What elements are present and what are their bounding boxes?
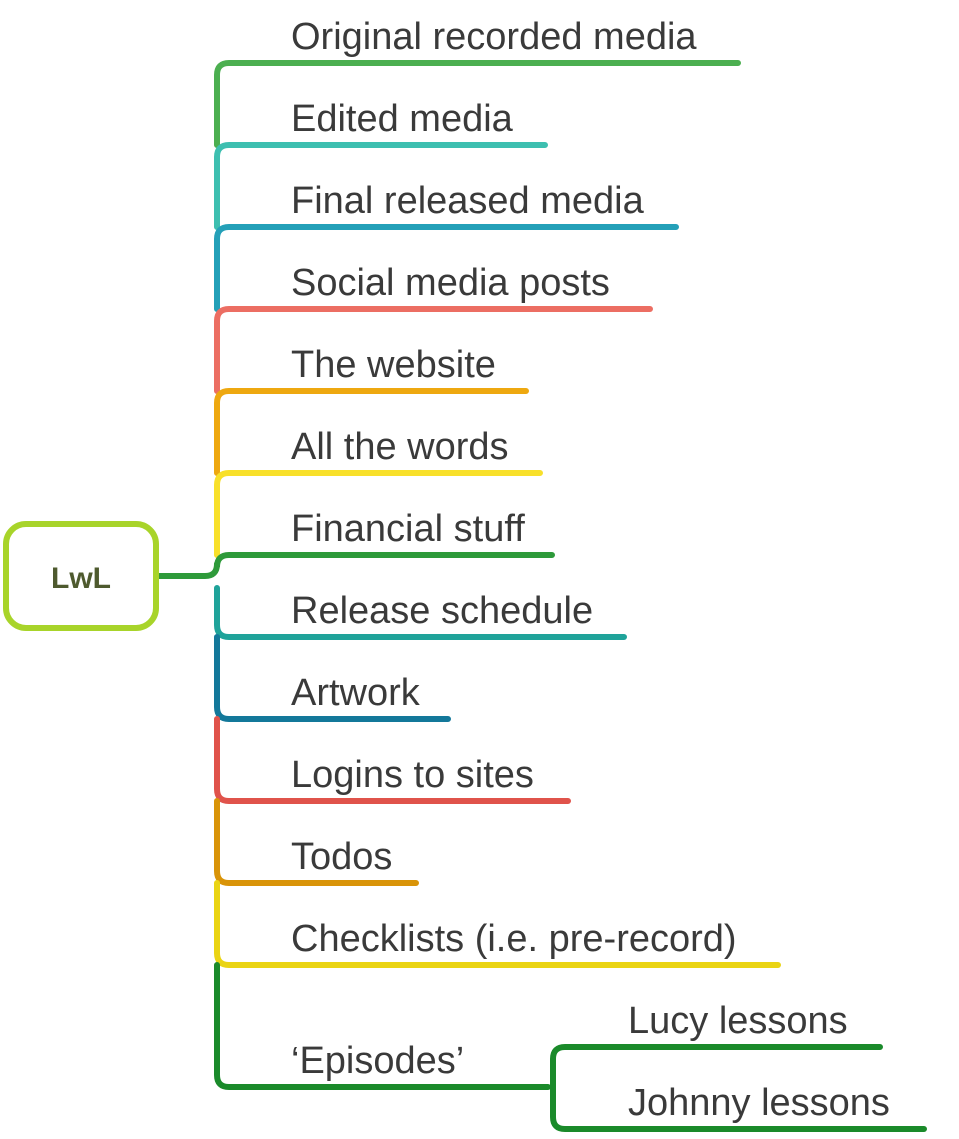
child-connector-johnny-lessons (550, 1084, 927, 1132)
branch-connector-financial-stuff (214, 552, 555, 568)
branch-label-all-the-words[interactable]: All the words (291, 426, 509, 468)
branch-label-the-website[interactable]: The website (291, 344, 496, 386)
branch-label-checklists-i-e-pre-record[interactable]: Checklists (i.e. pre-record) (291, 918, 737, 960)
child-label-johnny-lessons[interactable]: Johnny lessons (628, 1082, 890, 1124)
branch-label-artwork[interactable]: Artwork (291, 672, 421, 714)
branch-connector-original-recorded-media (214, 60, 741, 148)
branch-connector-episodes (214, 962, 551, 1090)
branch-connector-artwork (214, 634, 451, 722)
branch-label-todos[interactable]: Todos (291, 836, 392, 878)
child-label-lucy-lessons[interactable]: Lucy lessons (628, 1000, 848, 1042)
branch-label-social-media-posts[interactable]: Social media posts (291, 262, 610, 304)
branch-label-edited-media[interactable]: Edited media (291, 98, 514, 140)
branch-label-original-recorded-media[interactable]: Original recorded media (291, 16, 697, 58)
root-node-label: LwL (51, 562, 111, 595)
branch-connector-social-media-posts (214, 306, 653, 394)
branch-label-episodes[interactable]: ‘Episodes’ (291, 1040, 464, 1082)
branch-label-financial-stuff[interactable]: Financial stuff (291, 508, 525, 550)
branch-label-final-released-media[interactable]: Final released media (291, 180, 645, 222)
root-connector (156, 561, 220, 579)
branch-connector-final-released-media (214, 224, 679, 312)
branch-connector-logins-to-sites (214, 716, 571, 804)
branch-label-release-schedule[interactable]: Release schedule (291, 590, 593, 632)
child-connector-lucy-lessons (550, 1044, 883, 1090)
branch-connector-all-the-words (214, 470, 543, 558)
root-node[interactable]: LwL (3, 521, 159, 631)
branch-connector-release-schedule (214, 585, 627, 640)
branch-connector-the-website (214, 388, 529, 476)
root-node-box (3, 521, 159, 631)
branch-connector-checklists-i-e-pre-record (214, 880, 781, 968)
branch-connector-edited-media (214, 142, 548, 230)
branch-connector-todos (214, 798, 419, 886)
connectors (156, 60, 927, 1132)
branch-label-logins-to-sites[interactable]: Logins to sites (291, 754, 534, 796)
